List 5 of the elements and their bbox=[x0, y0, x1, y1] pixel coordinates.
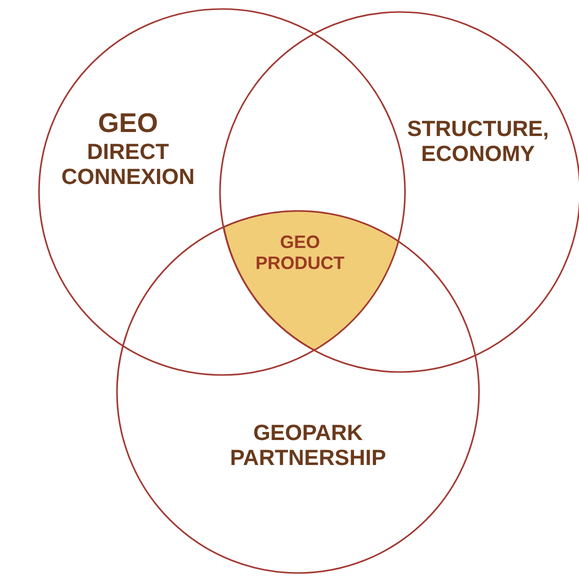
circle-label: STRUCTURE, ECONOMY bbox=[406, 116, 550, 167]
circle-label: DIRECT CONNEXION bbox=[60, 139, 196, 190]
circle-label: GEOPARK PARTNERSHIP bbox=[228, 420, 388, 471]
circle-label: GEO bbox=[96, 108, 159, 140]
overlap-label: GEO PRODUCT bbox=[254, 232, 346, 274]
